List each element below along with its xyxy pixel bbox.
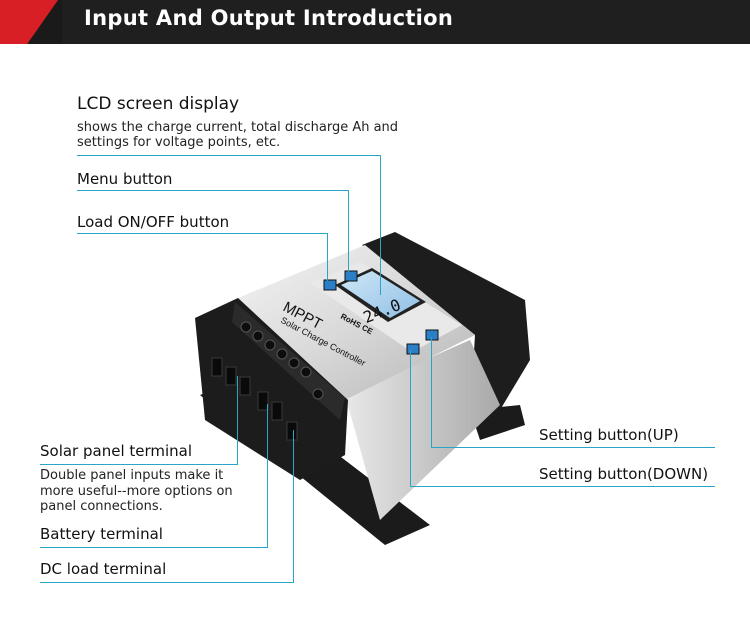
front-side-panel [345,340,500,520]
solar-leader-h [40,464,237,465]
load-onoff-button[interactable] [323,279,337,291]
load-onoff-leader-h [77,233,327,234]
terminal-openings [211,357,298,441]
solar-callout-desc-3: panel connections. [40,499,163,514]
battery-leader-h [40,547,267,548]
setting-up-button[interactable] [425,329,439,341]
menu-leader-v [348,190,349,272]
dc-load-leader-h [40,582,293,583]
battery-leader-v [267,404,268,548]
battery-callout-title: Battery terminal [40,525,163,543]
setting-up-callout-title: Setting button(UP) [539,426,679,444]
lcd-callout-desc-2: settings for voltage points, etc. [77,135,281,150]
top-panel [238,245,475,400]
lcd-leader-v [380,155,381,295]
lcd-callout-desc-1: shows the charge current, total discharg… [77,120,399,135]
setting-up-leader-h [431,447,715,448]
load-onoff-callout-title: Load ON/OFF button [77,213,230,231]
menu-leader-h [77,190,348,191]
terminal-block [195,298,348,480]
setting-down-button[interactable] [406,343,420,355]
solar-callout-title: Solar panel terminal [40,442,193,460]
setting-down-leader-h [410,486,715,487]
lcd-leader-h [77,155,380,156]
page-title: Input And Output Introduction [84,6,454,30]
header-banner: Input And Output Introduction [0,0,750,44]
setting-up-leader-v [431,337,432,448]
load-onoff-leader-v [327,233,328,281]
dc-load-callout-title: DC load terminal [40,560,167,578]
setting-down-callout-title: Setting button(DOWN) [539,465,709,483]
setting-down-leader-v [410,350,411,487]
right-end-cap [362,232,530,420]
solar-callout-desc-2: more useful--more options on [40,484,233,499]
lcd-callout-title: LCD screen display [77,94,240,114]
solar-leader-v [237,376,238,465]
banner-dark-bar [62,0,750,44]
dc-load-leader-v [293,430,294,583]
menu-callout-title: Menu button [77,170,173,188]
solar-callout-desc-1: Double panel inputs make it [40,468,224,483]
terminal-screws [240,321,324,400]
menu-button[interactable] [344,270,358,282]
